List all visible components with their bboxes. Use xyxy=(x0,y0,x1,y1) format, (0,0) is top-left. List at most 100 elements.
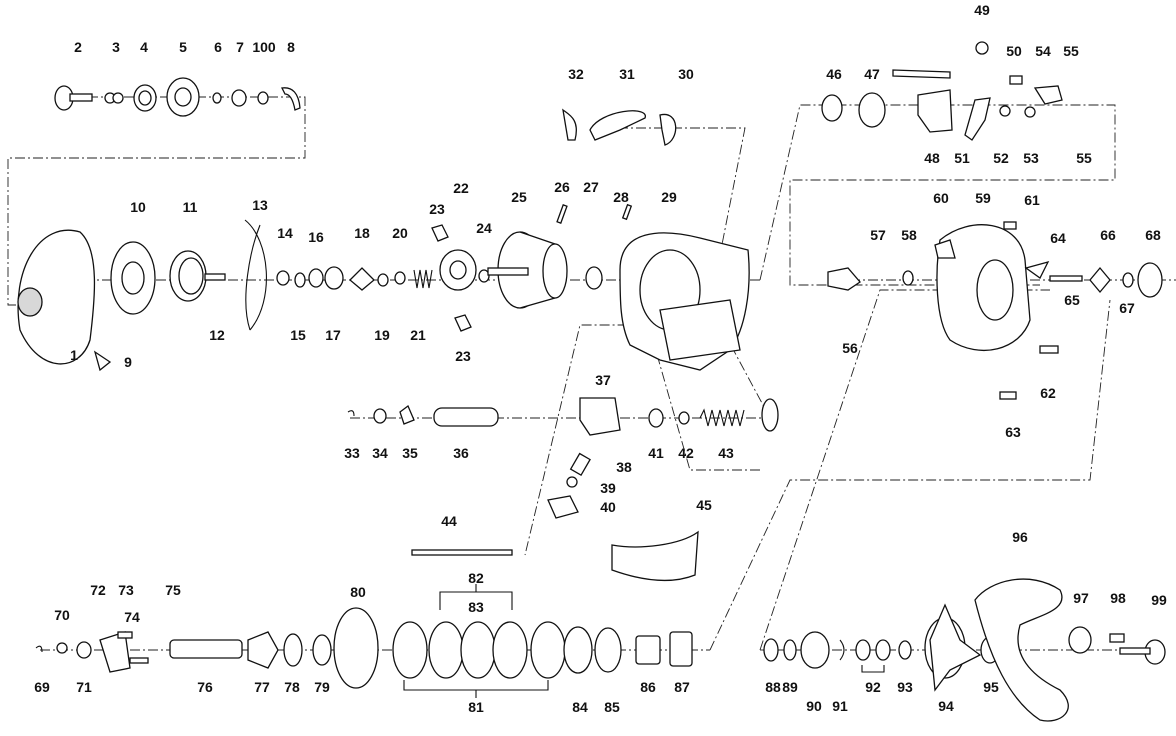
part-number-54: 54 xyxy=(1035,43,1051,59)
part-number-61: 61 xyxy=(1024,192,1040,208)
part-number-92: 92 xyxy=(865,679,881,695)
part-number-23: 23 xyxy=(429,201,445,217)
part-number-3: 3 xyxy=(112,39,120,55)
part-number-21: 21 xyxy=(410,327,426,343)
part-number-49: 49 xyxy=(974,2,990,18)
part-number-88: 88 xyxy=(765,679,781,695)
part-number-23: 23 xyxy=(455,348,471,364)
part-number-1: 1 xyxy=(70,347,78,363)
part-number-98: 98 xyxy=(1110,590,1126,606)
part-number-57: 57 xyxy=(870,227,886,243)
part-number-6: 6 xyxy=(214,39,222,55)
part-number-24: 24 xyxy=(476,220,492,236)
part-number-71: 71 xyxy=(76,679,92,695)
part-number-8: 8 xyxy=(287,39,295,55)
part-number-79: 79 xyxy=(314,679,330,695)
part-number-85: 85 xyxy=(604,699,620,715)
part-number-100: 100 xyxy=(252,39,276,55)
part-number-66: 66 xyxy=(1100,227,1116,243)
part-number-48: 48 xyxy=(924,150,940,166)
part-number-27: 27 xyxy=(583,179,599,195)
part-number-2: 2 xyxy=(74,39,82,55)
part-number-72: 72 xyxy=(90,582,106,598)
part-number-55: 55 xyxy=(1063,43,1079,59)
part-number-46: 46 xyxy=(826,66,842,82)
part-number-99: 99 xyxy=(1151,592,1167,608)
part-number-44: 44 xyxy=(441,513,457,529)
part-number-91: 91 xyxy=(832,698,848,714)
part-number-77: 77 xyxy=(254,679,270,695)
part-number-30: 30 xyxy=(678,66,694,82)
part-number-41: 41 xyxy=(648,445,664,461)
part-number-86: 86 xyxy=(640,679,656,695)
part-number-47: 47 xyxy=(864,66,880,82)
part-number-29: 29 xyxy=(661,189,677,205)
part-number-65: 65 xyxy=(1064,292,1080,308)
part-number-62: 62 xyxy=(1040,385,1056,401)
part-number-40: 40 xyxy=(600,499,616,515)
part-number-60: 60 xyxy=(933,190,949,206)
part-number-14: 14 xyxy=(277,225,293,241)
part-number-87: 87 xyxy=(674,679,690,695)
part-number-63: 63 xyxy=(1005,424,1021,440)
part-number-7: 7 xyxy=(236,39,244,55)
part-number-18: 18 xyxy=(354,225,370,241)
part-number-80: 80 xyxy=(350,584,366,600)
part-number-50: 50 xyxy=(1006,43,1022,59)
part-number-55: 55 xyxy=(1076,150,1092,166)
part-number-25: 25 xyxy=(511,189,527,205)
part-number-20: 20 xyxy=(392,225,408,241)
part-number-45: 45 xyxy=(696,497,712,513)
part-number-78: 78 xyxy=(284,679,300,695)
part-number-97: 97 xyxy=(1073,590,1089,606)
part-number-19: 19 xyxy=(374,327,390,343)
part-number-17: 17 xyxy=(325,327,341,343)
part-number-12: 12 xyxy=(209,327,225,343)
part-number-10: 10 xyxy=(130,199,146,215)
part-number-89: 89 xyxy=(782,679,798,695)
part-number-13: 13 xyxy=(252,197,268,213)
part-number-90: 90 xyxy=(806,698,822,714)
part-number-73: 73 xyxy=(118,582,134,598)
part-number-70: 70 xyxy=(54,607,70,623)
part-number-84: 84 xyxy=(572,699,588,715)
part-number-34: 34 xyxy=(372,445,388,461)
part-drawings xyxy=(17,41,1166,722)
part-number-58: 58 xyxy=(901,227,917,243)
part-number-82: 82 xyxy=(468,570,484,586)
part-number-53: 53 xyxy=(1023,150,1039,166)
part-number-64: 64 xyxy=(1050,230,1066,246)
part-number-32: 32 xyxy=(568,66,584,82)
part-number-56: 56 xyxy=(842,340,858,356)
part-number-74: 74 xyxy=(124,609,140,625)
part-number-37: 37 xyxy=(595,372,611,388)
part-number-83: 83 xyxy=(468,599,484,615)
part-number-95: 95 xyxy=(983,679,999,695)
part-number-15: 15 xyxy=(290,327,306,343)
part-number-76: 76 xyxy=(197,679,213,695)
part-number-5: 5 xyxy=(179,39,187,55)
part-number-33: 33 xyxy=(344,445,360,461)
part-number-26: 26 xyxy=(554,179,570,195)
leader-lines xyxy=(403,584,885,698)
part-number-68: 68 xyxy=(1145,227,1161,243)
part-number-42: 42 xyxy=(678,445,694,461)
part-number-75: 75 xyxy=(165,582,181,598)
part-number-94: 94 xyxy=(938,698,954,714)
part-number-51: 51 xyxy=(954,150,970,166)
part-number-52: 52 xyxy=(993,150,1009,166)
part-number-4: 4 xyxy=(140,39,148,55)
part-number-96: 96 xyxy=(1012,529,1028,545)
part-number-67: 67 xyxy=(1119,300,1135,316)
part-number-43: 43 xyxy=(718,445,734,461)
part-number-36: 36 xyxy=(453,445,469,461)
part-number-93: 93 xyxy=(897,679,913,695)
part-number-39: 39 xyxy=(600,480,616,496)
part-number-59: 59 xyxy=(975,190,991,206)
part-number-31: 31 xyxy=(619,66,635,82)
part-number-11: 11 xyxy=(183,199,198,215)
part-number-69: 69 xyxy=(34,679,50,695)
part-number-9: 9 xyxy=(124,354,132,370)
